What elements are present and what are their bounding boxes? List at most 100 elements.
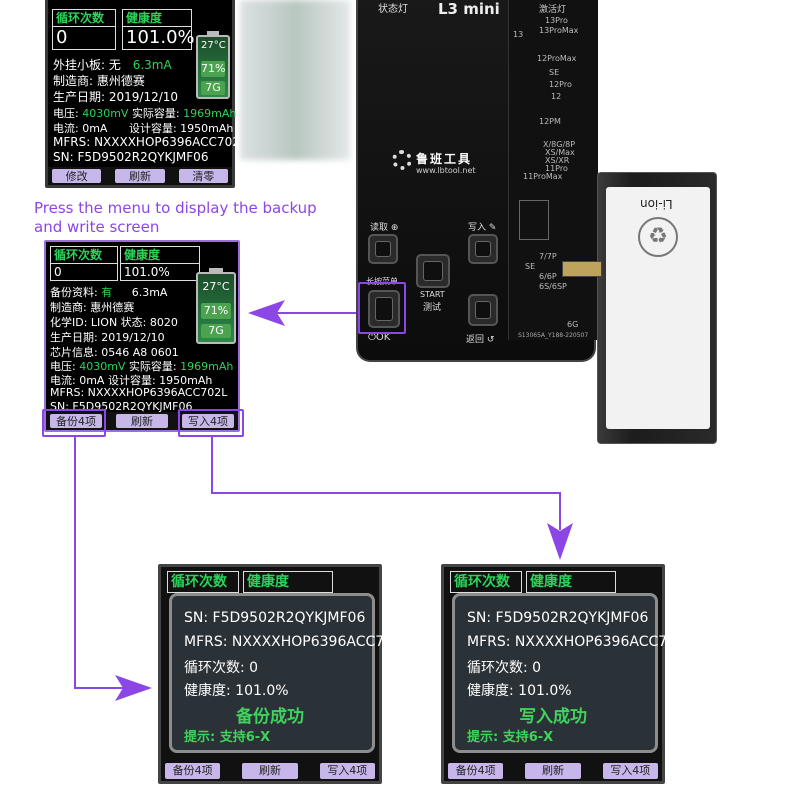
top-lcd-screen: 循环次数 健康度 0 101.0% 27°C 71% 7G 外挂小板: 无 6.… [45, 0, 240, 188]
read-label: 读取 ⊕ [370, 220, 398, 233]
slot-tag: 13Pro [545, 16, 568, 25]
backup-success-text: 备份成功 [236, 707, 304, 727]
softkey-bar: 备份4项 刷新 写入4项 [46, 412, 238, 430]
info-line: 备份资料: 有 6.3mA [50, 284, 167, 300]
voltage-label: 电压: [53, 107, 83, 120]
magnifier-icon: ⊕ [390, 223, 399, 233]
info-line: 生产日期: 2019/12/10 [50, 329, 165, 345]
cycles-value: 0 [52, 26, 116, 50]
slot-tag: 11ProMax [523, 172, 563, 181]
menu-key-highlight [358, 282, 406, 334]
health-label: 健康度 [243, 571, 333, 593]
backup-data-label: 备份资料: [50, 286, 102, 299]
battery-temp: 27°C [202, 280, 230, 293]
manufacturer-text: 制造商: 惠州德赛 [50, 301, 135, 314]
brand-name: 鲁班工具 [416, 152, 473, 166]
read-label-text: 读取 [370, 223, 389, 233]
pen-icon: ✎ [488, 223, 497, 233]
actual-capacity-label: 实际容量: [125, 360, 181, 373]
arrow-write-path [211, 437, 561, 530]
ext-board-text: 外挂小板: 无 [53, 58, 121, 72]
brand-gear-icon [392, 150, 412, 170]
sn-text: SN: F5D9502R2QYKJMF06 [53, 150, 209, 164]
battery-pack: Li-ion ♻ [562, 172, 717, 444]
cycles-text: 循环次数: 0 [184, 660, 259, 676]
write-label: 写入 ✎ [468, 220, 496, 233]
actual-capacity-value: 1969mAh [183, 107, 237, 120]
slot-tag: 12ProMax [537, 54, 577, 63]
test-label: 测试 [423, 303, 442, 313]
battery-icon: 27°C 71% 7G [196, 268, 236, 344]
menu-key[interactable] [368, 290, 400, 328]
voltage-value: 4030mV [82, 107, 129, 120]
read-key[interactable] [368, 234, 398, 264]
write-key[interactable] [468, 234, 498, 264]
arrow-backup-path [74, 437, 125, 689]
write-button[interactable]: 写入4项 [319, 763, 375, 779]
current-label: 电流: 0mA [53, 122, 108, 135]
back-label-text: 返回 [466, 335, 485, 345]
info-line: 外挂小板: 无 6.3mA [53, 56, 172, 73]
refresh-button[interactable]: 刷新 [525, 763, 581, 779]
caption-text: Press the menu to display the backup and… [34, 199, 317, 236]
health-value: 101.0% [122, 26, 195, 50]
write-button[interactable]: 写入4项 [602, 763, 658, 779]
sn-text: SN: F5D9502R2QYKJMF06 [184, 610, 366, 626]
write-button[interactable]: 写入4项 [182, 414, 234, 428]
info-line: SN: F5D9502R2QYKJMF06 [53, 150, 208, 164]
slot-tag: SE [549, 68, 560, 77]
tip-text: 提示: 支持6-X [184, 730, 271, 745]
current-text: 电流: 0mA 设计容量: 1950mAh [50, 374, 213, 387]
model-name: L3 mini [438, 0, 500, 18]
slot-tag: 13ProMax [539, 26, 579, 35]
back-label: 返回 ↺ [466, 332, 494, 345]
manufacturer-text: 制造商: 惠州德赛 [53, 74, 145, 88]
slot-tag: 12 [551, 92, 562, 101]
start-key[interactable] [416, 254, 450, 288]
slot-tag: SE [525, 262, 536, 271]
info-line: 生产日期: 2019/12/10 [53, 88, 178, 105]
back-key[interactable] [468, 294, 498, 326]
start-label: START [420, 290, 445, 299]
slot-tag: 11Pro [545, 164, 568, 173]
date-text: 生产日期: 2019/12/10 [50, 331, 165, 344]
battery-code: 7G [201, 81, 225, 95]
mfrs-text: MFRS: NXXXXHOP6396ACC7 [184, 634, 385, 650]
power-icon: ⏻ [368, 332, 376, 343]
chip-info-text: 芯片信息: 0546 A8 0601 [50, 346, 179, 359]
mfrs-text: MFRS: NXXXXHOP6396ACC7 [467, 634, 668, 650]
status-light-label: 状态灯 [378, 4, 408, 15]
backup-button[interactable]: 备份4项 [165, 763, 221, 779]
softkey-bar: 修改 刷新 清零 [48, 167, 232, 185]
backup-current: 6.3mA [131, 286, 168, 299]
info-line: MFRS: NXXXXHOP6396ACC702L [50, 386, 227, 399]
arrow-head-down [547, 523, 573, 560]
softkey-bar: 备份4项 刷新 写入4项 [444, 761, 662, 781]
refresh-button[interactable]: 刷新 [242, 763, 298, 779]
backup-button[interactable]: 备份4项 [50, 414, 102, 428]
battery-code: 7G [201, 324, 231, 338]
backup-data-value: 有 [101, 286, 113, 299]
middle-lcd-screen: 循环次数 健康度 0 101.0% 27°C 71% 7G 备份资料: 有 6.… [44, 240, 240, 432]
cycles-label: 循环次数 [450, 571, 522, 593]
tester-device: 状态灯 L3 mini 激活灯 13Pro 13ProMax 13 12ProM… [356, 0, 598, 362]
backup-button[interactable]: 备份4项 [448, 763, 504, 779]
info-line: 制造商: 惠州德赛 [50, 299, 134, 315]
refresh-button[interactable]: 刷新 [115, 169, 165, 183]
battery-percent: 71% [201, 61, 226, 77]
health-text: 健康度: 101.0% [467, 683, 572, 699]
device-serial: S13065A_Y188-220507 [518, 332, 589, 339]
blurred-background-photo [240, 0, 350, 160]
battery-temp: 27°C [201, 40, 226, 51]
voltage-label: 电压: [50, 360, 80, 373]
clear-button[interactable]: 清零 [178, 169, 228, 183]
modify-button[interactable]: 修改 [52, 169, 102, 183]
refresh-button[interactable]: 刷新 [116, 414, 168, 428]
backup-result-screen: 循环次数 健康度 SN: F5D9502R2QYKJMF06 MFRS: NXX… [158, 564, 385, 784]
info-line: 电流: 0mA 设计容量: 1950mAh [50, 372, 212, 388]
date-text: 生产日期: 2019/12/10 [53, 90, 179, 104]
brand-url: www.lbtool.net [416, 166, 476, 175]
arrow-head-right [115, 675, 152, 701]
write-success-text: 写入成功 [519, 707, 587, 727]
